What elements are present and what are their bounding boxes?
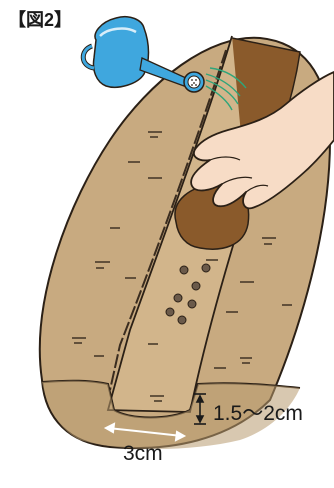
depth-label: 1.5〜2cm (213, 397, 303, 427)
seed (180, 266, 188, 274)
width-label: 3cm (123, 442, 163, 466)
seed (178, 316, 186, 324)
seed (174, 294, 182, 302)
figure-title: 【図2】 (8, 6, 72, 32)
seed (166, 308, 174, 316)
seed (192, 282, 200, 290)
seed (202, 264, 210, 272)
seed (188, 300, 196, 308)
watering-can-icon (83, 17, 204, 92)
